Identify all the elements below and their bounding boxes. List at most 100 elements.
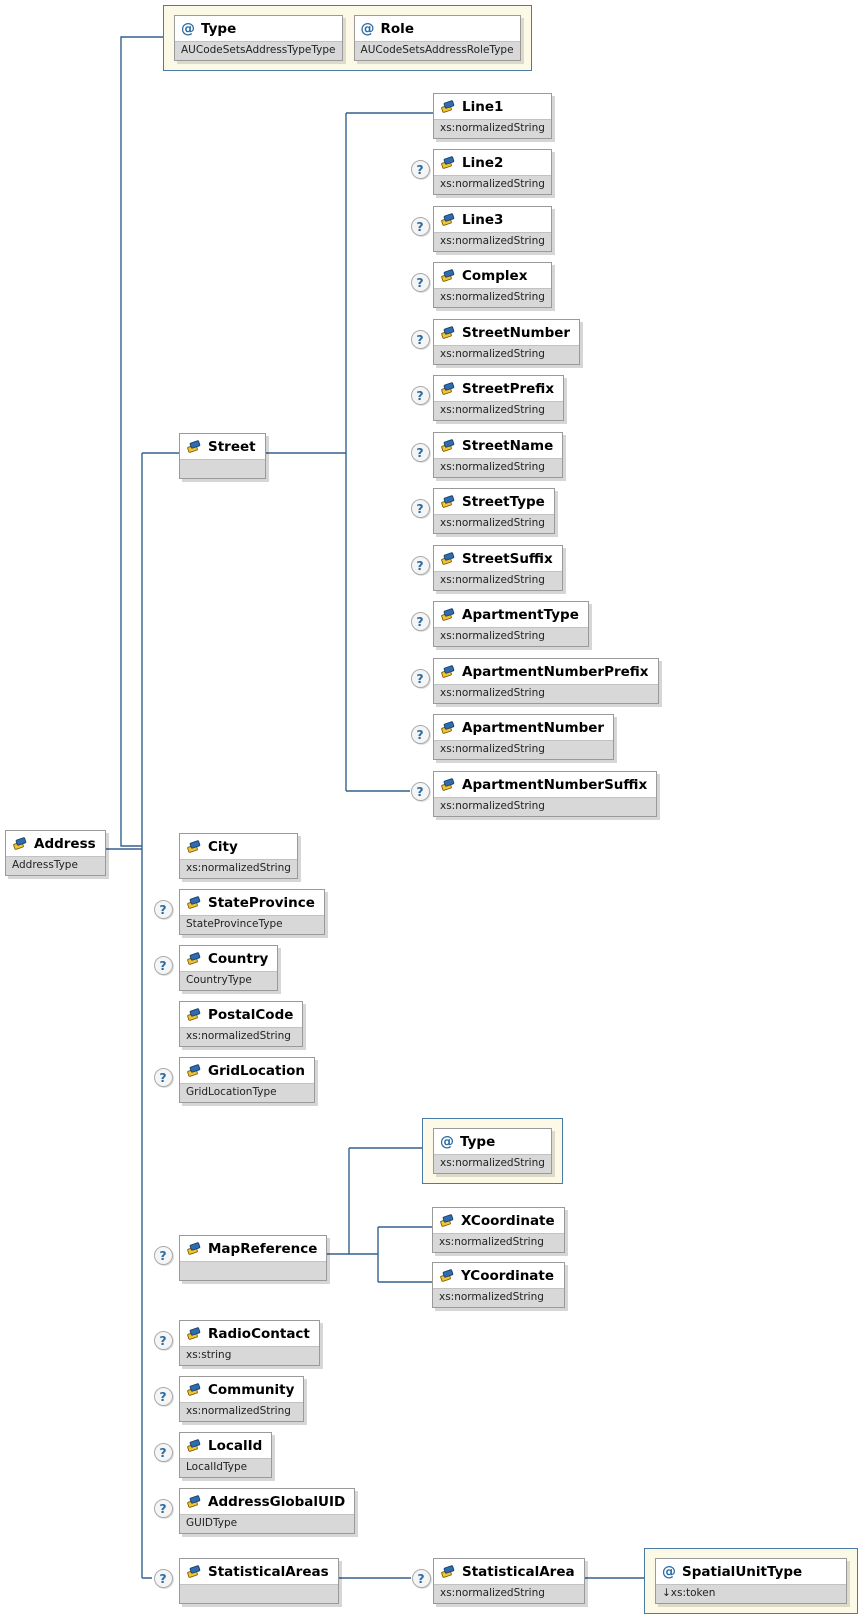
node-type: xs:normalizedString <box>434 458 563 477</box>
node-title: RadioContact <box>180 1321 319 1346</box>
optional-question-icon: ? <box>410 329 430 349</box>
node-title: Address <box>6 831 105 856</box>
attribute-node-spatialunittype[interactable]: @SpatialUnitType↓xs:token <box>655 1558 847 1604</box>
optional-question-icon: ? <box>410 216 430 236</box>
element-icon <box>186 951 202 966</box>
optional-question-icon: ? <box>410 724 430 744</box>
optional-question-icon: ? <box>410 385 430 405</box>
element-icon <box>440 325 456 340</box>
optional-question-icon: ? <box>410 272 430 292</box>
node-type: xs:normalizedString <box>434 571 562 590</box>
node-name: Type <box>201 20 237 37</box>
node-title: ApartmentNumberSuffix <box>434 772 657 797</box>
element-icon <box>186 839 202 854</box>
node-type: LocalIdType <box>180 1458 272 1477</box>
node-title: Line2 <box>434 150 551 175</box>
node-name: Complex <box>462 267 528 284</box>
node-name: StreetSuffix <box>462 550 553 567</box>
element-node-statisticalareas[interactable]: StatisticalAreas <box>179 1558 339 1604</box>
node-type: AUCodeSetsAddressTypeType <box>175 41 342 60</box>
element-node-mapreference[interactable]: MapReference <box>179 1235 328 1281</box>
node-name: MapReference <box>208 1240 318 1257</box>
optional-question-icon: ? <box>410 498 430 518</box>
node-type: xs:normalizedString <box>434 1584 584 1603</box>
element-icon <box>440 155 456 170</box>
element-icon <box>186 439 202 454</box>
node-title: @Type <box>175 16 342 41</box>
element-icon <box>440 212 456 227</box>
element-icon <box>12 836 28 851</box>
node-name: YCoordinate <box>461 1267 555 1284</box>
element-icon <box>440 99 456 114</box>
optional-question-icon: ? <box>153 1568 173 1588</box>
node-title: Community <box>180 1377 304 1402</box>
element-node-street[interactable]: Street <box>179 433 266 479</box>
node-title: MapReference <box>180 1236 327 1261</box>
element-icon <box>439 1213 455 1228</box>
element-icon <box>440 607 456 622</box>
node-title: ApartmentType <box>434 602 588 627</box>
node-name: LocalId <box>208 1437 263 1454</box>
node-type: xs:normalizedString <box>434 288 551 307</box>
node-title: StreetSuffix <box>434 546 562 571</box>
node-type: xs:normalizedString <box>434 740 614 759</box>
element-node-streetname[interactable]: StreetName xs:normalizedString <box>433 432 564 478</box>
element-icon <box>186 1564 202 1579</box>
optional-question-icon: ? <box>410 611 430 631</box>
element-icon <box>440 494 456 509</box>
optional-question-icon: ? <box>153 899 173 919</box>
element-node-streetsuffix[interactable]: StreetSuffix xs:normalizedString <box>433 545 563 591</box>
node-title: City <box>180 834 297 859</box>
node-title: GridLocation <box>180 1058 314 1083</box>
node-name: StreetPrefix <box>462 380 555 397</box>
node-type: xs:normalizedString <box>434 627 588 646</box>
node-title: StatisticalArea <box>434 1559 584 1584</box>
node-name: StreetName <box>462 437 554 454</box>
node-title: YCoordinate <box>433 1263 564 1288</box>
node-type: xs:normalizedString <box>433 1233 564 1252</box>
node-title: @Type <box>434 1129 551 1154</box>
node-name: StatisticalArea <box>462 1563 575 1580</box>
node-name: ApartmentNumberSuffix <box>462 776 648 793</box>
node-type: xs:normalizedString <box>434 175 551 194</box>
node-title: Complex <box>434 263 551 288</box>
node-type: AddressType <box>6 856 105 875</box>
element-node-complex[interactable]: Complex xs:normalizedString <box>433 262 552 308</box>
node-title: @SpatialUnitType <box>656 1559 846 1584</box>
node-name: Country <box>208 950 269 967</box>
node-title: StreetName <box>434 433 563 458</box>
element-icon <box>186 1326 202 1341</box>
element-node-statisticalarea[interactable]: StatisticalArea xs:normalizedString <box>433 1558 585 1604</box>
node-name: StatisticalAreas <box>208 1563 329 1580</box>
element-icon <box>186 1382 202 1397</box>
node-name: ApartmentNumberPrefix <box>462 663 649 680</box>
attribute-at-icon: @ <box>662 1563 676 1580</box>
